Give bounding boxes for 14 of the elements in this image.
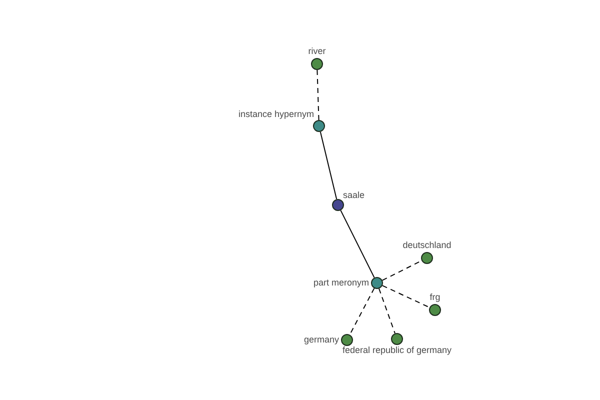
node-label: federal republic of germany <box>342 345 452 356</box>
connector-line <box>349 288 375 336</box>
connector-line <box>340 210 375 278</box>
connector-line <box>316 70 320 120</box>
connector-line <box>382 285 430 308</box>
connector-line <box>320 131 338 200</box>
node-label: part meronym <box>313 278 369 288</box>
connector-line <box>378 288 396 334</box>
node-label: germany <box>304 334 339 346</box>
node-label: instance hypernym <box>238 109 314 120</box>
node-label: river <box>308 46 326 57</box>
node-label: frg <box>430 292 440 303</box>
node-label: saale <box>343 190 365 201</box>
node-label: deutschland <box>402 240 452 251</box>
